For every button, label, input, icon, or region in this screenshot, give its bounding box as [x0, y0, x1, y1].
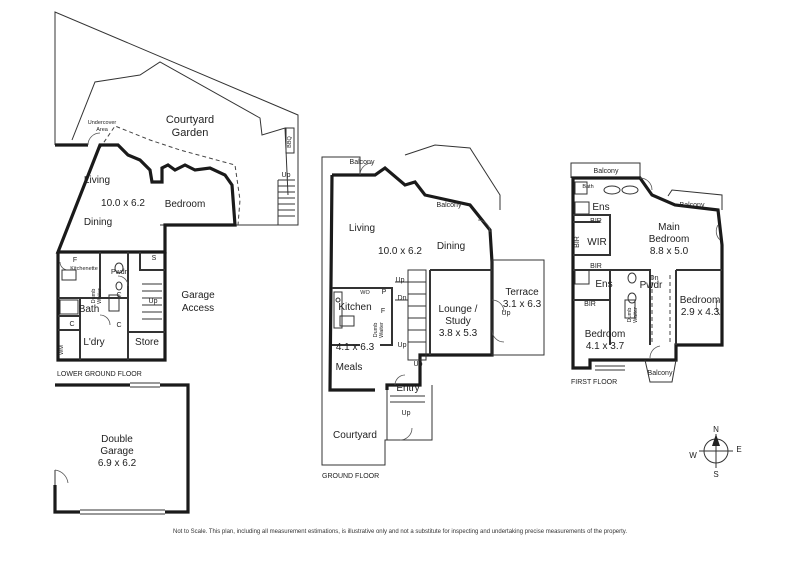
lg-dims: 10.0 x 6.2 [101, 198, 145, 209]
gf-entry: Entry [396, 383, 419, 394]
ff-dumb-1: Dumb [627, 308, 633, 323]
lg-dining: Dining [84, 217, 112, 228]
lg-s: S [152, 255, 157, 262]
undercover-outline [99, 125, 241, 226]
garden-boundary [54, 11, 299, 226]
ff-bedroom-right-dims: 2.9 x 4.3 [681, 307, 720, 318]
ff-main-1: Main [658, 222, 680, 233]
ff-bir3: BIR [590, 263, 602, 270]
ff-bir4: BIR [584, 301, 596, 308]
gf-dining: Dining [437, 241, 465, 252]
lg-wm: WM [59, 345, 65, 355]
ff-main-2: Bedroom [649, 234, 690, 245]
ff-bir2: BIR [574, 236, 581, 248]
lg-kitchenette: Kitchenette [70, 266, 98, 272]
gf-balcony-right: Balcony [437, 202, 462, 209]
first-floor-walls [571, 176, 724, 370]
ff-bedroom-right: Bedroom [680, 295, 721, 306]
ff-bedroom-left: Bedroom [585, 329, 626, 340]
lg-living: Living [84, 175, 110, 186]
gf-lounge-2: Study [445, 316, 471, 327]
ff-ens2: Ens [595, 279, 612, 290]
lg-garage-access-1: Garage [181, 290, 215, 301]
first-floor [570, 162, 724, 383]
gf-p: P [382, 289, 387, 296]
ff-balcony-bottom: Balcony [648, 370, 673, 377]
gf-courtyard: Courtyard [333, 430, 377, 441]
garage-name-2: Garage [100, 446, 134, 457]
gf-floor-name: GROUND FLOOR [322, 473, 379, 480]
lg-store: Store [135, 337, 159, 348]
lg-dumb-1: Dumb [91, 289, 97, 304]
lg-pwdr: Pwdr [111, 269, 128, 276]
ff-balcony-top: Balcony [594, 168, 619, 175]
gf-kitchen: Kitchen [338, 302, 371, 313]
gf-up3: Up [414, 361, 423, 368]
lg-undercover-2: Area [96, 127, 109, 133]
ff-pwdr: Pwdr [640, 280, 663, 291]
ff-wir: WIR [587, 237, 606, 248]
lg-c2: C [69, 321, 74, 328]
ff-ens1: Ens [592, 202, 609, 213]
lg-c3: C [116, 322, 121, 329]
lg-up-stair: Up [282, 172, 291, 179]
compass-n: N [713, 425, 719, 434]
lg-up-store: Up [149, 298, 158, 305]
gf-kitchen-dims: 4.1 x 6.3 [336, 342, 375, 353]
compass-icon [699, 434, 733, 468]
ff-bir1: BIR [590, 218, 602, 225]
lg-bath: Bath [79, 304, 100, 315]
garage-dims: 6.9 x 6.2 [98, 458, 137, 469]
garden-path [71, 61, 289, 196]
ff-balcony-right: Balcony [680, 202, 705, 209]
gf-dims: 10.0 x 6.2 [378, 246, 422, 257]
lg-undercover-1: Undercover [88, 120, 117, 126]
lg-bedroom: Bedroom [165, 199, 206, 210]
gf-meals: Meals [336, 362, 363, 373]
lg-dumb-2: Waiter [97, 288, 103, 304]
gf-balcony-top: Balcony [350, 159, 375, 166]
lg-f: F [73, 257, 77, 264]
compass-s: S [713, 470, 718, 479]
gf-f: F [381, 308, 385, 315]
ff-bedroom-left-dims: 4.1 x 3.7 [586, 341, 625, 352]
lg-garage-access-2: Access [182, 303, 214, 314]
ground-walls [328, 165, 494, 392]
garage-name-1: Double [101, 434, 133, 445]
gf-up-terrace: Up [502, 310, 511, 317]
lg-floor-name: LOWER GROUND FLOOR [57, 371, 142, 378]
gf-dn: Dn [398, 295, 407, 302]
lg-bbq: BBQ [287, 135, 293, 147]
gf-up-entry: Up [402, 410, 411, 417]
lower-ground-floor [54, 11, 299, 362]
ff-floor-name: FIRST FLOOR [571, 379, 617, 386]
gf-dumb-2: Waiter [379, 322, 385, 338]
gf-lounge-1: Lounge / [439, 304, 478, 315]
ff-main-dims: 8.8 x 5.0 [650, 246, 689, 257]
ff-dn: Dn [650, 275, 659, 282]
compass-w: W [689, 451, 697, 460]
garage [53, 382, 190, 515]
lg-courtyard-2: Garden [172, 127, 209, 139]
ff-bath: Bath [582, 184, 593, 190]
gf-up2: Up [398, 342, 407, 349]
compass-e: E [736, 445, 741, 454]
lg-courtyard-1: Courtyard [166, 114, 214, 126]
ground-site [321, 175, 433, 466]
lg-laundry: L'dry [83, 337, 104, 348]
gf-dumb-1: Dumb [373, 323, 379, 338]
disclaimer: Not to Scale. This plan, including all m… [173, 529, 627, 535]
gf-living: Living [349, 223, 375, 234]
lg-c1: C [116, 292, 121, 299]
gf-wo: WO [360, 290, 370, 296]
gf-terrace: Terrace [505, 287, 539, 298]
ground-floor [321, 144, 545, 466]
lower-ground-walls [55, 143, 237, 254]
ff-dumb-2: Waiter [633, 307, 639, 323]
gf-lounge-dims: 3.8 x 5.3 [439, 328, 478, 339]
gf-terrace-dims: 3.1 x 6.3 [503, 299, 542, 310]
gf-up1: Up [396, 277, 405, 284]
